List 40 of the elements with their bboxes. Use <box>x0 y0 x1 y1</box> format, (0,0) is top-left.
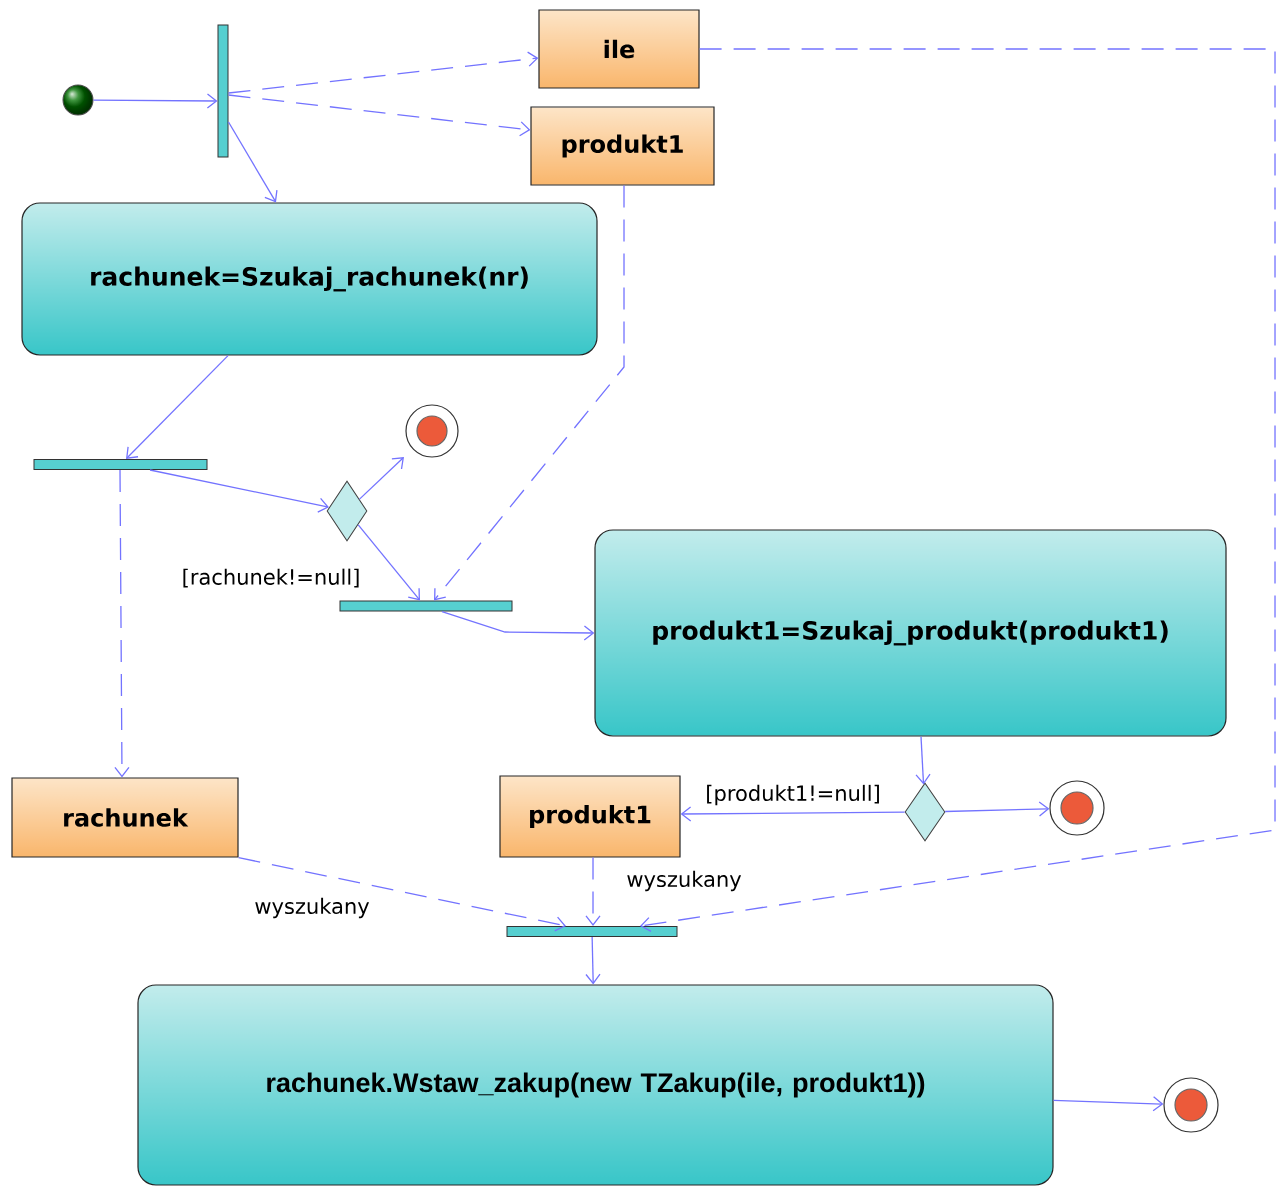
edge-label: wyszukany <box>625 869 743 893</box>
final-node <box>405 404 459 458</box>
sync-bar <box>506 926 678 937</box>
arrow <box>585 856 601 926</box>
decision-diamond <box>326 480 368 542</box>
arrow <box>640 48 1276 933</box>
arrow <box>357 524 420 601</box>
object-box: rachunek <box>11 777 239 858</box>
arrow <box>585 936 601 985</box>
arrow <box>227 121 278 203</box>
final-node <box>1049 780 1105 836</box>
decision-diamond <box>904 782 946 842</box>
arrow <box>237 856 566 932</box>
arrow <box>915 735 931 785</box>
arrow <box>944 801 1050 817</box>
action-box: rachunek=Szukaj_rachunek(nr) <box>21 202 598 356</box>
arrow <box>227 94 531 137</box>
arrow <box>126 354 229 459</box>
arrow <box>114 469 130 778</box>
arrow <box>358 457 404 500</box>
arrow <box>1052 1096 1164 1112</box>
action-box: produkt1=Szukaj_produkt(produkt1) <box>594 529 1227 737</box>
edge-label: [produkt1!=null] <box>704 783 882 807</box>
fork-bar <box>217 24 229 158</box>
edge-label: wyszukany <box>253 896 371 920</box>
arrow <box>92 93 218 109</box>
arrow <box>441 610 595 641</box>
sync-bar <box>339 600 513 612</box>
sync-bar <box>33 459 208 470</box>
arrow <box>680 806 906 822</box>
arrow <box>434 184 625 601</box>
edge-label: [rachunek!=null] <box>180 567 362 589</box>
object-box: produkt1 <box>530 106 715 186</box>
action-box: rachunek.Wstaw_zakup(new TZakup(ile, produkt1)) <box>137 984 1054 1186</box>
arrow <box>149 469 329 513</box>
arrow <box>227 51 539 94</box>
object-box: produkt1 <box>499 775 681 858</box>
final-node <box>1163 1077 1219 1133</box>
object-box: ile <box>538 9 700 89</box>
initial-node <box>62 84 94 116</box>
